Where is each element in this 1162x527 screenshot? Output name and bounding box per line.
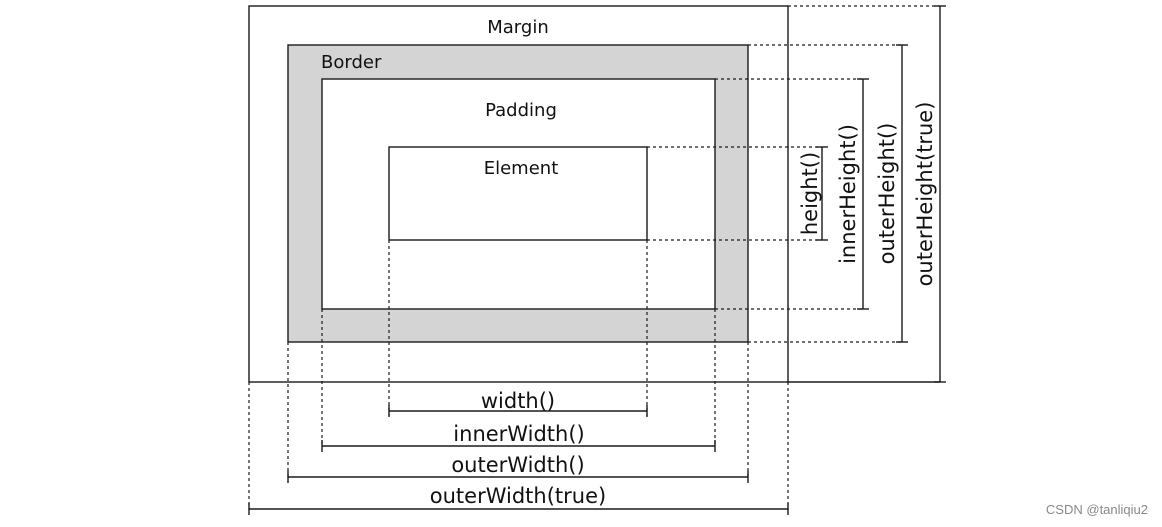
outer-width-label: outerWidth() — [451, 453, 584, 477]
inner-height-measure: innerHeight() — [836, 78, 869, 310]
width-measure: width() — [388, 389, 648, 417]
outer-height-measure: outerHeight() — [875, 44, 908, 343]
element-box — [388, 146, 648, 241]
outer-width-true-measure: outerWidth(true) — [248, 484, 789, 515]
padding-label: Padding — [485, 100, 557, 121]
element-label: Element — [484, 158, 559, 179]
width-extension-lines — [248, 240, 789, 510]
margin-label: Margin — [487, 17, 548, 38]
inner-height-label: innerHeight() — [836, 124, 860, 264]
height-extension-lines — [647, 5, 940, 343]
height-measure: height() — [798, 146, 828, 241]
height-label: height() — [798, 152, 822, 235]
outer-width-true-label: outerWidth(true) — [430, 484, 606, 508]
watermark: CSDN @tanliqiu2 — [1045, 502, 1148, 517]
inner-width-measure: innerWidth() — [321, 422, 716, 452]
outer-height-true-measure: outerHeight(true) — [913, 5, 946, 383]
outer-width-measure: outerWidth() — [287, 453, 749, 483]
width-label: width() — [481, 389, 555, 413]
inner-width-label: innerWidth() — [453, 422, 584, 446]
border-label: Border — [321, 52, 382, 73]
outer-height-true-label: outerHeight(true) — [913, 102, 937, 287]
outer-height-label: outerHeight() — [875, 123, 899, 265]
